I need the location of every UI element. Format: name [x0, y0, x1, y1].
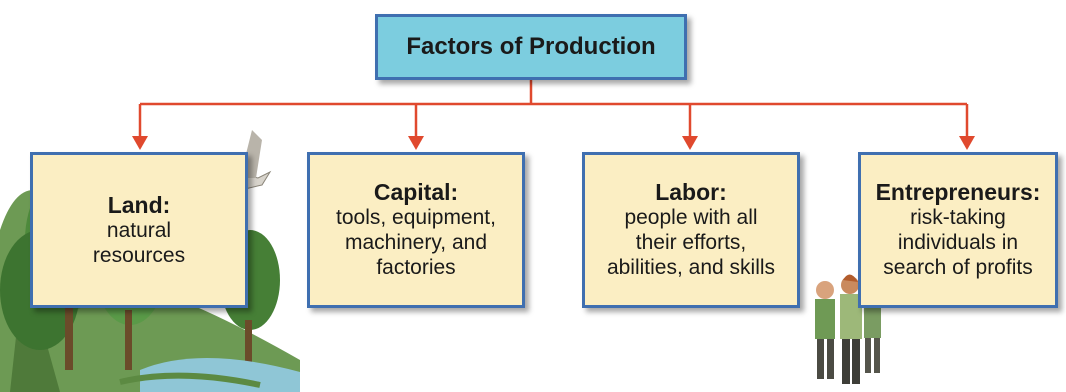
factor-desc-line: factories: [376, 256, 456, 279]
factor-title: Capital:: [373, 179, 459, 205]
factor-title: Labor:: [655, 179, 727, 205]
arrowhead-land: [132, 136, 148, 150]
connector-lines: [138, 80, 969, 137]
factor-desc-line: their efforts,: [635, 231, 747, 254]
people-illustration: [815, 274, 881, 384]
factor-box-capital: Capital: tools, equipment, machinery, an…: [307, 152, 525, 308]
arrowhead-entrepreneurs: [959, 136, 975, 150]
factor-desc-line: machinery, and: [344, 231, 488, 254]
factor-title: Land:: [107, 191, 171, 218]
connector-arrowheads: [132, 136, 975, 150]
root-node-factors-of-production: Factors of Production: [375, 14, 687, 80]
factor-desc-line: tools, equipment,: [336, 206, 496, 229]
factor-desc-line: risk-taking: [910, 206, 1006, 229]
arrowhead-labor: [682, 136, 698, 150]
factor-box-land: Land: natural resources: [30, 152, 248, 308]
factor-box-labor: Labor: people with all their efforts, ab…: [582, 152, 800, 308]
factor-desc-line: resources: [92, 243, 186, 267]
factor-title: Entrepreneurs:: [875, 179, 1041, 205]
factor-desc-line: abilities, and skills: [606, 256, 776, 279]
factor-desc-line: natural: [106, 218, 172, 242]
factor-desc-line: individuals in: [897, 231, 1019, 254]
factor-desc-line: search of profits: [883, 256, 1033, 279]
factor-box-entrepreneurs: Entrepreneurs: risk-taking individuals i…: [858, 152, 1058, 308]
root-node-label: Factors of Production: [406, 33, 656, 60]
arrowhead-capital: [408, 136, 424, 150]
factor-desc-line: people with all: [624, 206, 758, 229]
